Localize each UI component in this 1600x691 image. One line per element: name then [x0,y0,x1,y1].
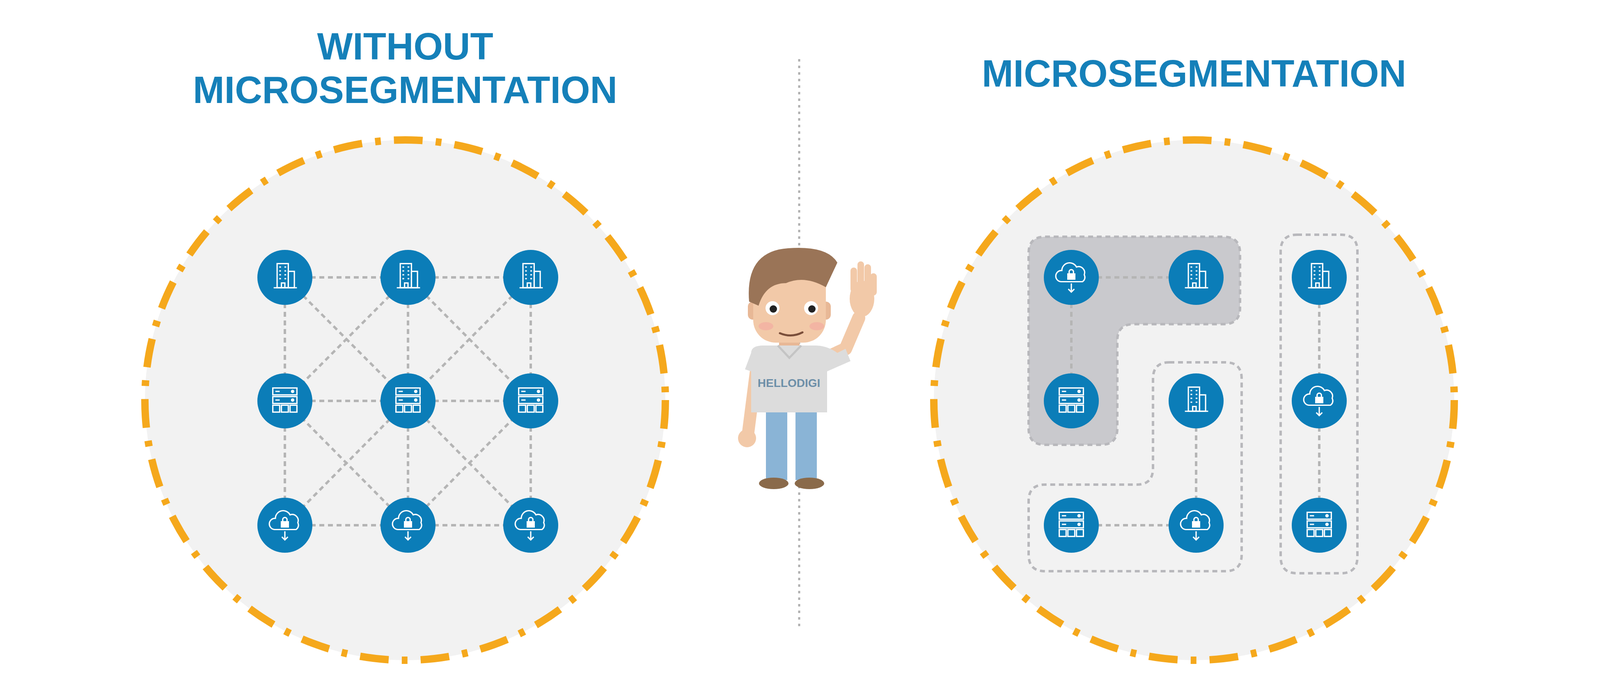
building-icon [503,249,559,305]
zone-outline [914,24,1474,665]
icon-disc [1291,497,1347,553]
icon-disc [503,497,559,553]
shirt-logo: HELLODIGI [757,376,821,390]
cloud-lock-icon [1291,373,1347,429]
icon-disc [1168,497,1224,553]
server-icon [1043,373,1099,429]
icon-disc [380,497,436,553]
server-icon [380,373,436,429]
icon-disc [1168,373,1224,429]
segment-group [1028,362,1242,572]
perimeter-circle [933,139,1455,661]
cloud-lock-icon [380,497,436,553]
mascot-figure [738,247,875,490]
server-icon [503,373,559,429]
icon-disc [257,497,313,553]
cloud-lock-icon [503,497,559,553]
cloud-lock-icon [257,497,313,553]
icon-disc [380,373,436,429]
building-icon [1168,249,1224,305]
building-icon [1168,373,1224,429]
icon-disc [1291,249,1347,305]
zone-heading: WITHOUT MICROSEGMENTATION [138,24,672,112]
cloud-lock-icon [1168,497,1224,553]
server-icon [257,373,313,429]
segment-group [1028,236,1241,445]
zone-outline [126,24,685,665]
icon-disc [1168,249,1224,305]
icon-disc [503,373,559,429]
icon-disc [380,249,436,305]
server-icon [1043,497,1099,553]
icon-disc [257,249,313,305]
icon-disc [257,373,313,429]
icon-disc [1291,373,1347,429]
perimeter-circle [144,139,666,661]
icon-disc [503,249,559,305]
building-icon [380,249,436,305]
icon-disc [1043,497,1099,553]
icon-disc [1043,249,1099,305]
building-icon [257,249,313,305]
zone-heading: MICROSEGMENTATION [927,51,1461,96]
segment-zone: MICROSEGMENTATION [914,24,1474,665]
segment-zone: WITHOUT MICROSEGMENTATION [126,24,685,665]
cloud-lock-icon [1043,249,1099,305]
segment-group [1280,234,1358,574]
building-icon [1291,249,1347,305]
icon-disc [1043,373,1099,429]
server-icon [1291,497,1347,553]
